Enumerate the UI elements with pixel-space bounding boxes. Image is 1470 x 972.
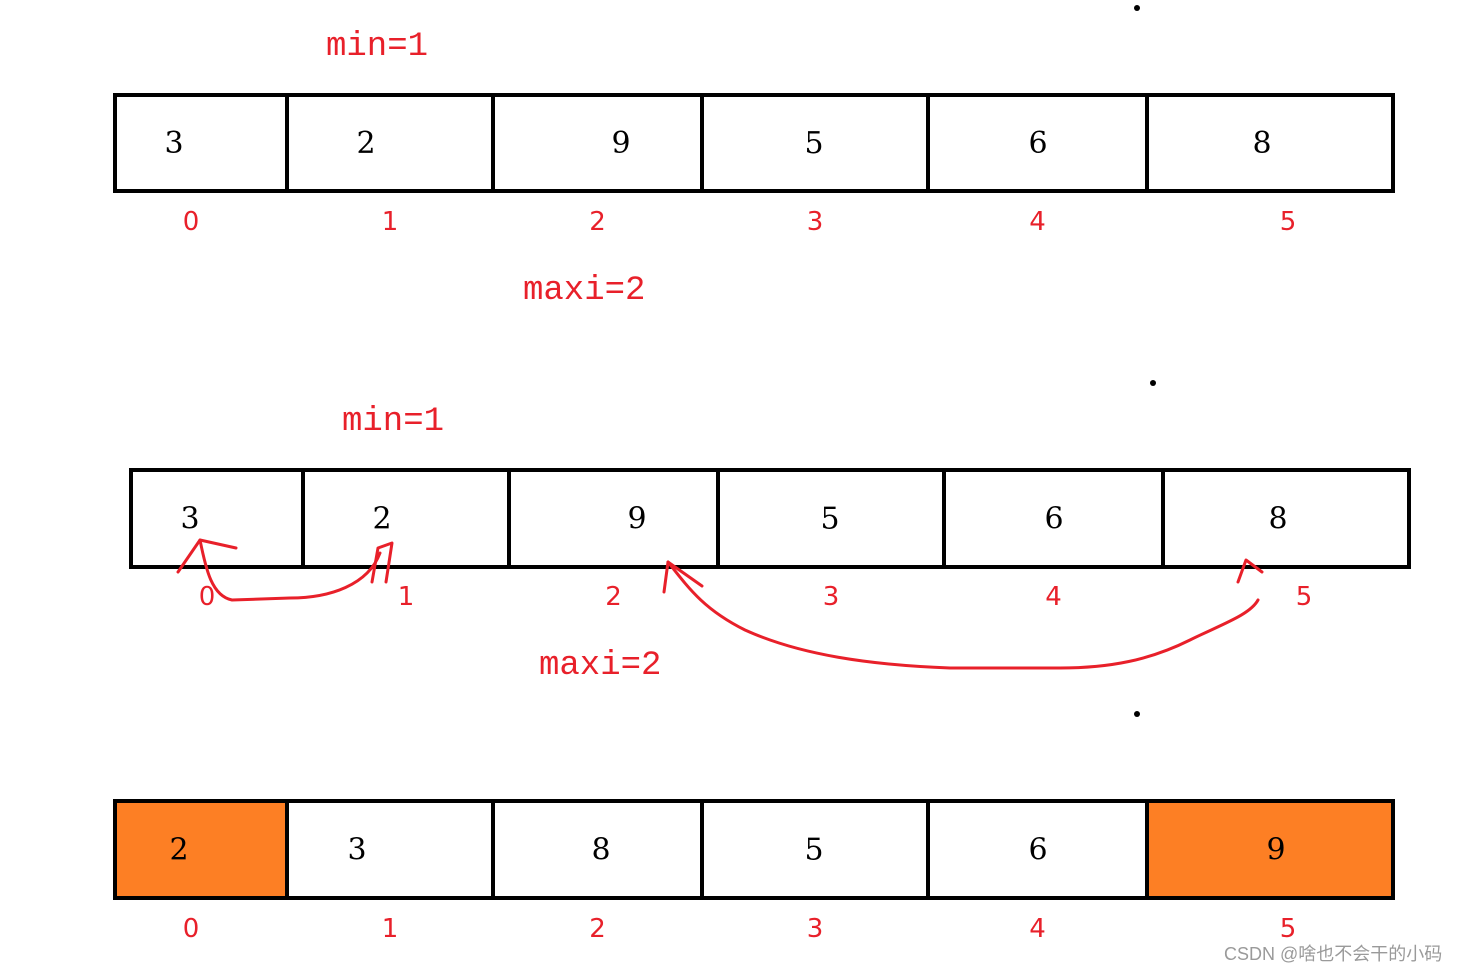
array-cell: [491, 799, 704, 900]
cell-value: 2: [372, 502, 391, 537]
cell-value: 9: [627, 502, 646, 537]
array-cell: [507, 468, 720, 569]
array-cell: [942, 468, 1165, 569]
cell-value: 5: [804, 126, 823, 161]
index-label: 4: [1045, 582, 1062, 612]
array-cell: [926, 799, 1149, 900]
array-cell: [491, 93, 704, 193]
cell-value: 8: [591, 833, 610, 868]
arrowhead-max-right: [1236, 558, 1264, 584]
array-cell: [285, 799, 495, 900]
arrowhead-min-right: [370, 541, 394, 584]
cell-value: 2: [169, 833, 188, 868]
cell-value: 5: [820, 502, 839, 537]
index-label: 3: [807, 914, 824, 944]
array-cell: [1145, 799, 1395, 900]
arrow-swap-max: [666, 560, 1260, 670]
index-label: 1: [398, 582, 415, 612]
dot: [1134, 5, 1140, 11]
index-label: 4: [1029, 914, 1046, 944]
arrowhead-min-left: [176, 538, 238, 574]
watermark: CSDN @啥也不会干的小码: [1224, 944, 1442, 964]
index-label: 1: [382, 207, 399, 237]
array-cell: [926, 93, 1149, 193]
index-label: 0: [183, 914, 200, 944]
cell-value: 6: [1044, 502, 1063, 537]
arrowhead-max-left: [662, 560, 704, 594]
cell-value: 6: [1028, 126, 1047, 161]
array-initial: 3 2 9 5 6 8: [113, 93, 1395, 193]
label-maxi-mid: maxi=2: [539, 647, 661, 685]
cell-value: 8: [1268, 502, 1287, 537]
index-label: 5: [1280, 914, 1297, 944]
array-cell: [1161, 468, 1411, 569]
index-label: 0: [199, 582, 216, 612]
index-label: 2: [605, 582, 622, 612]
array-cell: [700, 799, 930, 900]
cell-value: 6: [1028, 833, 1047, 868]
cell-value: 8: [1252, 126, 1271, 161]
index-label: 5: [1280, 207, 1297, 237]
index-label: 0: [183, 207, 200, 237]
dot: [1134, 711, 1140, 717]
cell-value: 3: [164, 126, 183, 161]
index-label: 3: [807, 207, 824, 237]
index-label: 4: [1029, 207, 1046, 237]
index-label: 3: [823, 582, 840, 612]
array-result: 2 3 8 5 6 9: [113, 799, 1395, 900]
array-cell: [301, 468, 511, 569]
label-min-top: min=1: [326, 28, 428, 66]
dot: [1150, 380, 1156, 386]
swap-arrows: [176, 538, 1264, 670]
cell-value: 5: [804, 833, 823, 868]
index-label: 2: [589, 207, 606, 237]
array-cell: [129, 468, 305, 569]
index-label: 2: [589, 914, 606, 944]
label-min-mid: min=1: [342, 403, 444, 441]
index-label: 5: [1296, 582, 1313, 612]
array-cell: [700, 93, 930, 193]
array-cell: [285, 93, 495, 193]
cell-value: 3: [347, 833, 366, 868]
label-maxi-top: maxi=2: [523, 272, 645, 310]
array-cell: [113, 93, 289, 193]
arrays-layer: 3 2 9 5 6 8 3 2 9 5 6 8 2 3 8 5 6 9: [113, 93, 1411, 900]
cell-value: 9: [1266, 833, 1285, 868]
index-label: 1: [382, 914, 399, 944]
cell-value: 3: [180, 502, 199, 537]
arrow-swap-min: [198, 538, 382, 602]
array-cell: [1145, 93, 1395, 193]
array-swap-step: 3 2 9 5 6 8: [129, 468, 1411, 569]
array-cell: [113, 799, 289, 900]
cell-value: 2: [356, 126, 375, 161]
cell-value: 9: [611, 126, 630, 161]
indices-layer: 0 1 2 3 4 5 0 1 2 3 4 5 0 1 2 3 4 5: [183, 207, 1313, 944]
